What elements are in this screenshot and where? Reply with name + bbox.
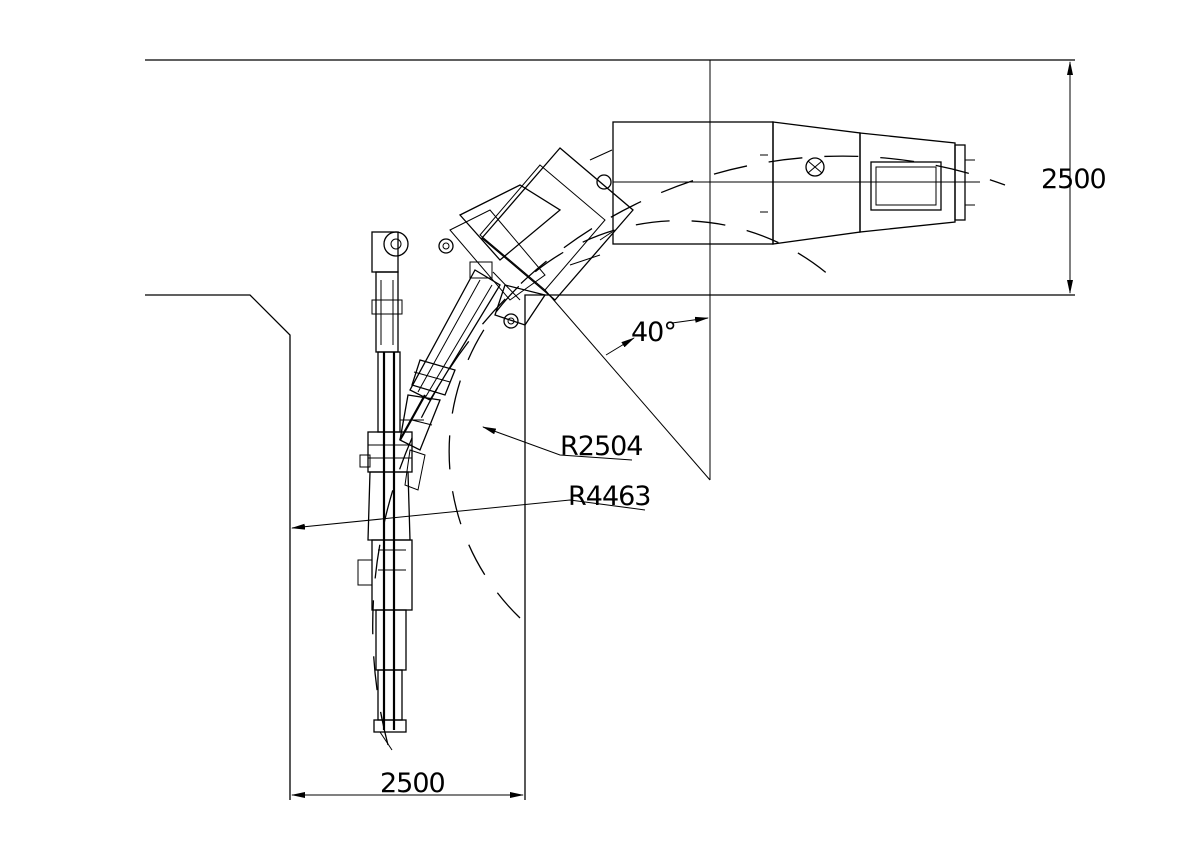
vehicle-articulated-section bbox=[438, 147, 634, 329]
angle-label: 40° bbox=[631, 317, 676, 348]
diagonal-boom bbox=[399, 269, 501, 491]
bottom-width-label: 2500 bbox=[380, 768, 445, 799]
inner-radius-leader bbox=[482, 426, 633, 461]
top-width-label: 2500 bbox=[1041, 164, 1106, 195]
tunnel-outline bbox=[145, 59, 1075, 800]
drum-icon bbox=[383, 231, 409, 257]
turning-arcs bbox=[372, 155, 1006, 746]
inner-radius-arc bbox=[448, 219, 841, 619]
vertical-drill-feeder bbox=[357, 231, 424, 751]
fan-icon bbox=[805, 157, 825, 177]
inner-radius-label: R2504 bbox=[560, 431, 642, 462]
outer-radius-arc bbox=[372, 155, 1006, 746]
angle-construction bbox=[544, 289, 711, 481]
vehicle-rear-body bbox=[596, 121, 980, 245]
outer-radius-label: R4463 bbox=[568, 481, 650, 512]
